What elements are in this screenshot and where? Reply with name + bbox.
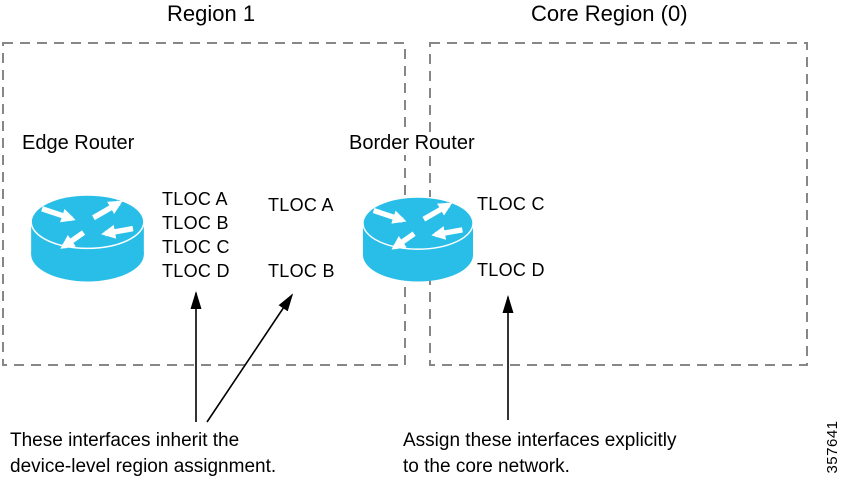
inherit-caption-line1: These interfaces inherit the — [10, 430, 240, 451]
border-tloc-a: TLOC A — [268, 195, 334, 215]
router-arrows-glyph — [41, 200, 134, 249]
border-router-label: Border Router — [344, 132, 480, 155]
edge-tloc-c: TLOC C — [162, 237, 230, 257]
assign-caption: Assign these interfaces explicitly to th… — [403, 428, 677, 480]
edge-tloc-a: TLOC A — [162, 189, 228, 209]
edge-tloc-d: TLOC D — [162, 261, 230, 281]
core-tloc-d: TLOC D — [477, 260, 545, 280]
assign-caption-line2: to the core network. — [403, 456, 570, 477]
figure-number: 357641 — [824, 420, 841, 474]
inherit-caption-line2: device-level region assignment. — [10, 456, 277, 477]
edge-router-label: Edge Router — [22, 132, 135, 154]
router-arrows-glyph — [372, 202, 463, 250]
region1-title: Region 1 — [167, 1, 256, 26]
border-tloc-b: TLOC B — [268, 261, 335, 281]
border-router-icon — [362, 197, 474, 282]
edge-tloc-b: TLOC B — [162, 213, 229, 233]
core-tloc-c: TLOC C — [477, 194, 545, 214]
core-region-box — [429, 42, 808, 366]
core-region-title: Core Region (0) — [531, 1, 688, 26]
inherit-caption: These interfaces inherit the device-leve… — [10, 428, 276, 480]
assign-caption-line1: Assign these interfaces explicitly — [403, 430, 677, 451]
edge-router-icon — [30, 195, 145, 282]
